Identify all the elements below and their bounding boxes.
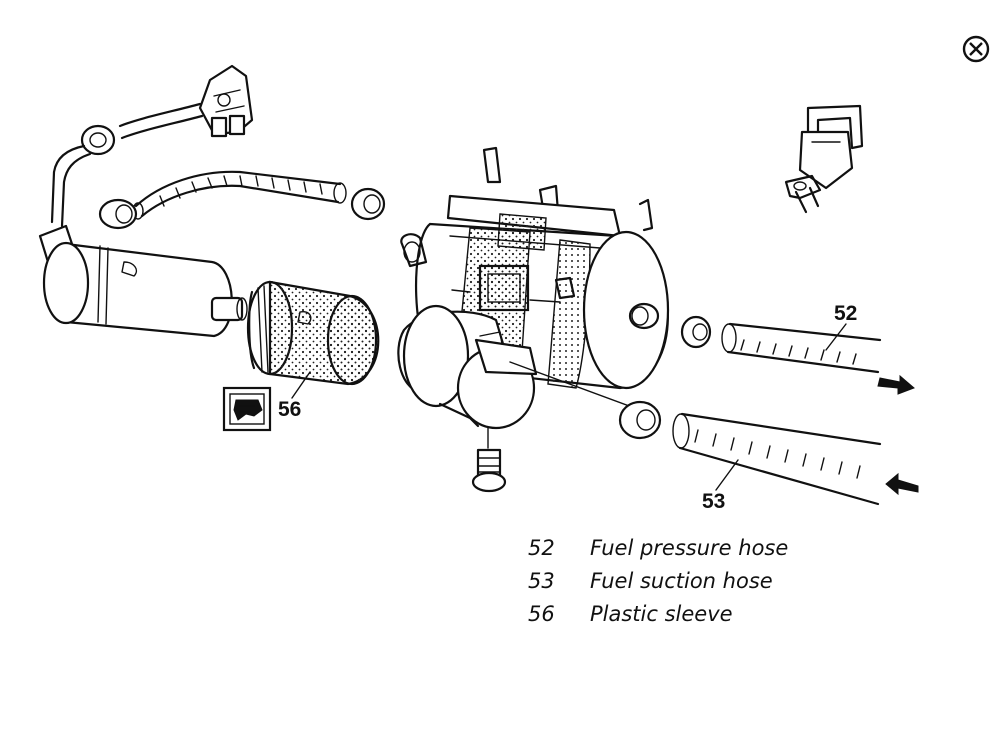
legend-item: 52 Fuel pressure hose xyxy=(528,532,788,565)
mounting-bolt xyxy=(471,427,507,493)
special-tool-symbol-icon xyxy=(222,386,272,432)
legend-number: 56 xyxy=(528,602,555,626)
hose-clamp-pressure xyxy=(680,315,712,349)
flow-arrow-in-icon xyxy=(885,472,919,496)
callout-53: 53 xyxy=(702,490,725,513)
legend-label: Plastic sleeve xyxy=(590,602,733,626)
hose-clamp-upper-left xyxy=(98,198,138,230)
callout-56: 56 xyxy=(278,398,301,421)
legend-item: 56 Plastic sleeve xyxy=(528,598,788,631)
corrugated-hose-upper xyxy=(132,170,347,220)
hose-clamp-upper-right xyxy=(350,187,386,221)
legend-item: 53 Fuel suction hose xyxy=(528,565,788,598)
legend-number: 52 xyxy=(528,536,555,560)
legend-label: Fuel suction hose xyxy=(590,569,773,593)
fuel-pump xyxy=(42,241,248,338)
plastic-sleeve xyxy=(246,280,380,386)
wiring-harness xyxy=(38,64,254,264)
parts-legend: 52 Fuel pressure hose 53 Fuel suction ho… xyxy=(528,532,788,631)
tool-holder-icon xyxy=(784,104,864,214)
fuel-pressure-hose xyxy=(721,322,915,395)
pump-housing-assembly xyxy=(400,146,670,390)
hose-clamp-suction xyxy=(618,400,662,440)
mounting-bracket xyxy=(397,304,641,430)
close-circle-icon xyxy=(962,35,990,63)
legend-number: 53 xyxy=(528,569,555,593)
fuel-suction-hose xyxy=(672,412,919,506)
flow-arrow-out-icon xyxy=(877,374,915,395)
callout-52: 52 xyxy=(834,302,857,325)
legend-label: Fuel pressure hose xyxy=(590,536,789,560)
